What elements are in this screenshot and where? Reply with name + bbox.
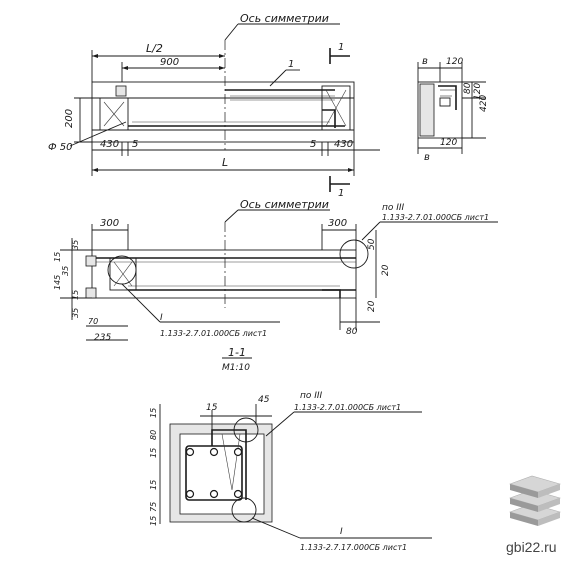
sec-ref-III-doc: 1.133-2.7.01.000СБ лист1: [294, 403, 401, 412]
section-mark-bottom: 1: [338, 188, 344, 199]
mid-ref-III-doc: 1.133-2.7.01.000СБ лист1: [382, 213, 489, 222]
stacked-slabs-icon: [509, 475, 561, 526]
sec-ref-III-title: по III: [300, 391, 323, 401]
sec-dim-75: 75: [149, 502, 158, 512]
dim-phi-50: Ф 50: [48, 142, 73, 153]
sec-ref-I-doc: 1.133-2.7.17.000СБ лист1: [300, 543, 407, 552]
section-title: 1-1: [228, 346, 246, 359]
mid-ref-I-doc: 1.133-2.7.01.000СБ лист1: [160, 329, 267, 338]
sec-dim-15-a: 15: [149, 408, 158, 418]
sec-ref-I-title: I: [340, 527, 343, 537]
callout-1: 1: [288, 59, 294, 70]
dim-430-right: 430: [334, 139, 353, 150]
section-view: 15 45 по III 1.133-2.7.01.000СБ лист1 15…: [149, 391, 432, 552]
dim-5-left: 5: [132, 139, 138, 150]
mid-dim-300-left: 300: [100, 218, 119, 229]
mid-dim-50: 50: [367, 238, 377, 250]
sec-dim-15-c: 15: [149, 480, 158, 490]
mid-dim-15-a: 15: [53, 252, 62, 262]
dim-200: 200: [64, 109, 75, 128]
sec-dim-15-d: 15: [149, 516, 158, 526]
side-dim-120-bottom: 120: [440, 138, 457, 148]
mid-axis-label: Ось симметрии: [240, 198, 329, 211]
sec-dim-15-b: 15: [149, 448, 158, 458]
sec-dim-45: 45: [258, 395, 270, 405]
side-view: в 120 80 120 420 120 в: [417, 56, 489, 163]
side-dim-120-side: 120: [473, 83, 483, 100]
side-dim-b-bottom: в: [424, 152, 430, 163]
side-dim-420: 420: [479, 95, 489, 112]
mid-ref-III-title: по III: [382, 203, 405, 213]
watermark-site: gbi22.ru: [506, 539, 557, 555]
side-dim-b-top: в: [422, 56, 428, 67]
mid-dim-35-bottom: 35: [71, 308, 80, 318]
side-dim-120-top: 120: [446, 57, 463, 67]
mid-dim-70: 70: [88, 317, 98, 326]
mid-beam-outline: [91, 249, 357, 299]
top-beam-outline: [91, 81, 355, 143]
mid-dim-35-top: 35: [71, 240, 80, 250]
top-view: Ось симметрии L/2 900 1 1 1 200 Ф 50: [48, 12, 380, 199]
mid-dim-35-b: 35: [61, 266, 70, 276]
mid-dim-235: 235: [94, 333, 111, 343]
side-dim-80: 80: [463, 82, 473, 94]
dim-5-right: 5: [310, 139, 316, 150]
sec-dim-80: 80: [149, 430, 158, 440]
top-axis-label: Ось симметрии: [240, 12, 329, 25]
mid-dim-15-b: 15: [71, 290, 80, 300]
watermark: gbi22.ru: [506, 475, 561, 555]
mid-ref-I-title: I: [160, 313, 163, 323]
mid-dim-80: 80: [346, 327, 358, 337]
section-scale: М1:10: [222, 363, 250, 373]
sec-dim-15-top: 15: [206, 403, 218, 413]
dim-half-length: L/2: [146, 42, 163, 55]
dim-430-left: 430: [100, 139, 119, 150]
section-mark-top: 1: [338, 42, 344, 53]
dim-length: L: [222, 156, 228, 169]
mid-dim-300-right: 300: [328, 218, 347, 229]
mid-dim-20-bottom: 20: [367, 300, 377, 312]
mid-dim-145: 145: [53, 275, 62, 290]
dim-900: 900: [160, 57, 179, 68]
mid-view: Ось симметрии 300 300 по III 1.133-2.7.0…: [53, 198, 498, 373]
mid-dim-20-right: 20: [381, 264, 391, 276]
